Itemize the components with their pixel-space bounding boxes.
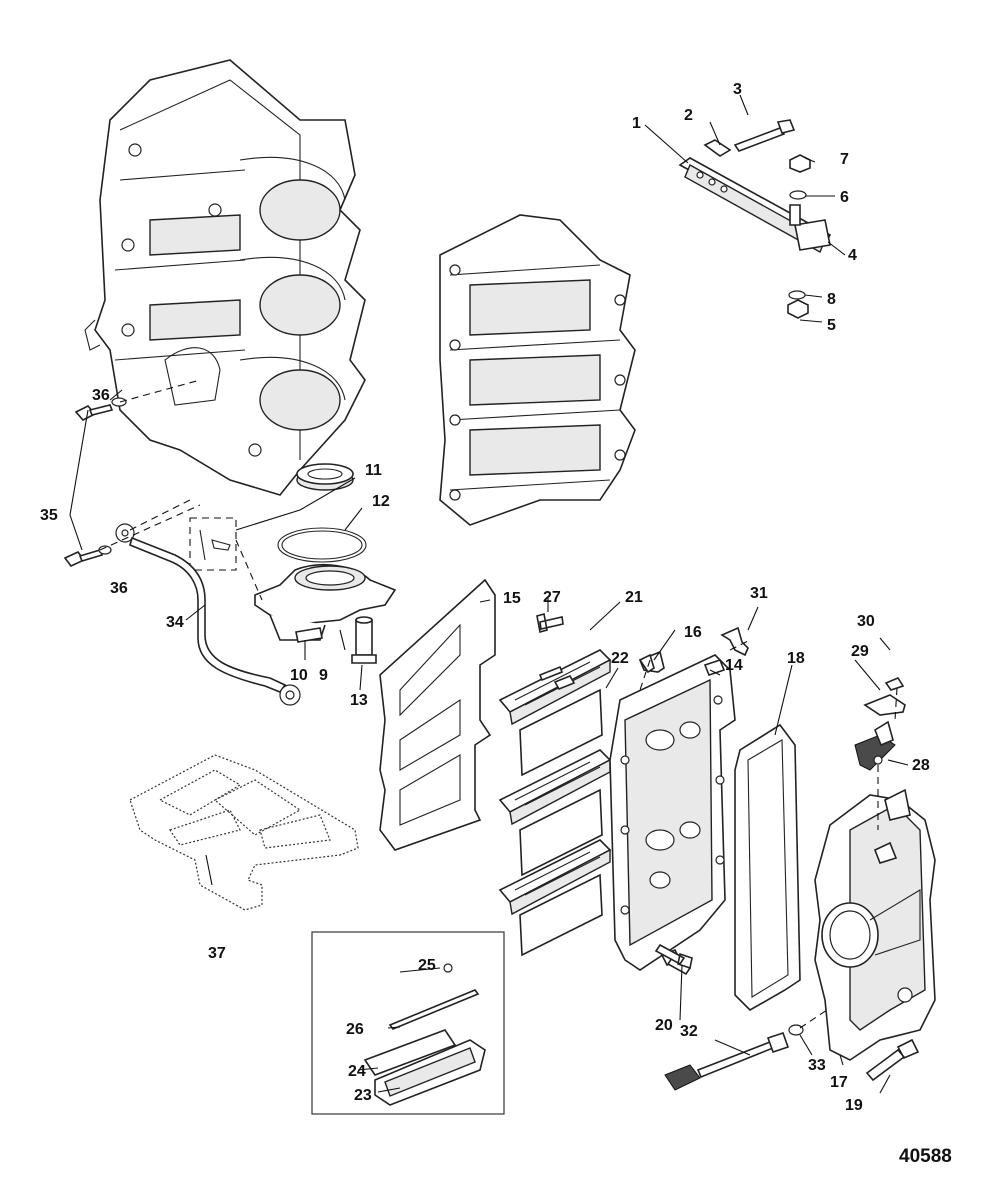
callout-label: 10 (290, 667, 308, 684)
crankcase-cover (439, 214, 636, 526)
leader-lines (69, 94, 909, 1094)
callout-label: 7 (840, 151, 849, 168)
figure-number: 40588 (899, 1146, 952, 1167)
gasket-15-openings (399, 623, 461, 826)
callout-label: 31 (750, 585, 768, 602)
callout-label: 20 (655, 1017, 673, 1034)
temp-sensor-group (664, 1024, 804, 1091)
alignment-lines-right (639, 639, 898, 1029)
sensor-group (720, 626, 906, 771)
callout-label: 12 (372, 493, 390, 510)
bolt-19 (865, 1038, 920, 1082)
callout-label: 14 (725, 657, 743, 674)
bearing-housing-group (254, 463, 397, 664)
callout-label: 19 (845, 1097, 863, 1114)
callout-label: 37 (208, 945, 226, 962)
callout-label: 21 (625, 589, 643, 606)
cylinder-block (84, 59, 366, 496)
callout-label: 30 (857, 613, 875, 630)
callout-label: 36 (92, 387, 110, 404)
alignment-line-detail (235, 539, 263, 601)
callout-label: 28 (912, 757, 930, 774)
callout-label: 17 (830, 1074, 848, 1091)
callout-label: 18 (787, 650, 805, 667)
callout-label: 9 (319, 667, 328, 684)
callout-label: 4 (848, 247, 857, 264)
callout-label: 8 (827, 291, 836, 308)
detail-box (189, 517, 237, 571)
callout-label: 35 (40, 507, 58, 524)
reed-blocks (498, 649, 612, 957)
callout-label: 36 (110, 580, 128, 597)
callout-label: 23 (354, 1087, 372, 1104)
alignment-lines-left (99, 379, 201, 551)
manifold-plate-14 (609, 650, 736, 976)
seal-detail-sketch (199, 529, 231, 561)
callout-label: 25 (418, 957, 436, 974)
callout-label: 16 (684, 624, 702, 641)
screw-27 (536, 612, 564, 634)
cover-plate-37 (129, 754, 359, 911)
callout-label: 24 (348, 1063, 366, 1080)
callout-label: 3 (733, 81, 742, 98)
callout-label: 26 (346, 1021, 364, 1038)
callout-label: 33 (808, 1057, 826, 1074)
callout-label: 13 (350, 692, 368, 709)
fitting-16 (638, 653, 655, 674)
callout-label: 32 (680, 1023, 698, 1040)
gasket-18-inner (747, 739, 789, 998)
bracket-assembly (678, 119, 832, 319)
callout-label: 15 (503, 590, 521, 607)
callout-label: 34 (166, 614, 184, 631)
reed-inset (311, 931, 505, 1115)
callout-label: 22 (611, 650, 629, 667)
callout-label: 1 (632, 115, 641, 132)
callout-label: 27 (543, 589, 561, 606)
callout-label: 29 (851, 643, 869, 660)
callout-label: 2 (684, 107, 693, 124)
gasket-18 (734, 723, 801, 1011)
callout-label: 5 (827, 317, 836, 334)
bolt-20 (654, 943, 693, 970)
callout-labels: 1 2 3 4 5 6 7 8 9 10 11 12 13 14 15 16 1… (40, 81, 930, 1114)
callout-label: 11 (365, 462, 382, 479)
ground-strap-group (63, 397, 301, 706)
intake-plenum-17 (814, 788, 936, 1061)
callout-label: 6 (840, 189, 849, 206)
